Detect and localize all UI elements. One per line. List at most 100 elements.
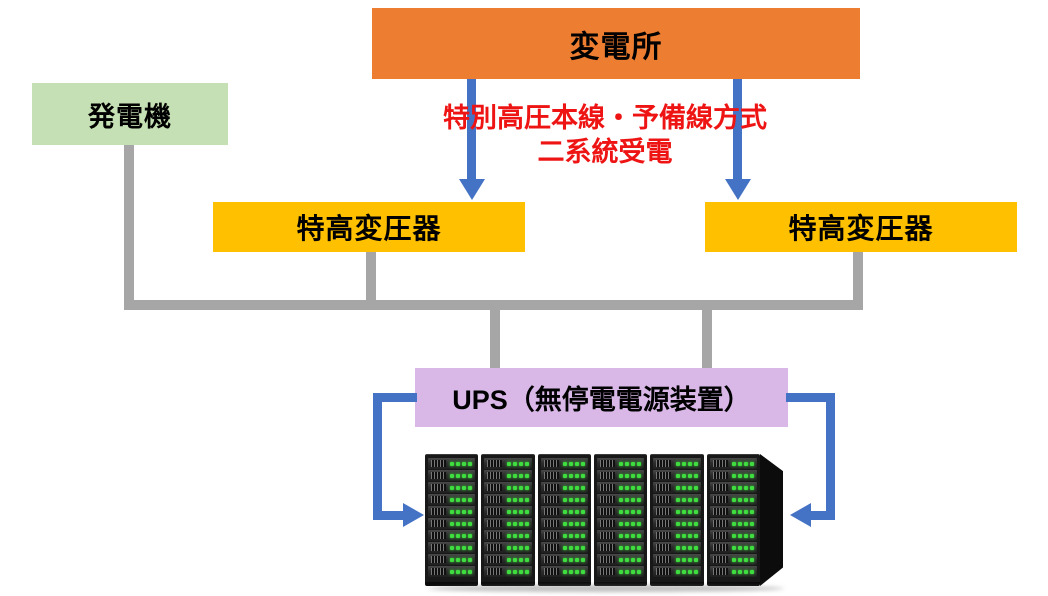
server-led-icon: [693, 557, 698, 562]
server-unit: [484, 530, 532, 541]
server-led-icon: [731, 557, 736, 562]
server-led-icon: [512, 485, 517, 490]
server-led-icon: [637, 557, 642, 562]
server-unit: [428, 566, 476, 577]
server-unit: [653, 530, 701, 541]
server-led-cluster: [450, 473, 473, 478]
server-led-icon: [462, 485, 467, 490]
server-led-cluster: [731, 521, 754, 526]
server-vent-icon: [543, 484, 559, 491]
server-led-icon: [574, 521, 579, 526]
server-led-cluster: [562, 473, 585, 478]
server-vent-icon: [656, 508, 672, 515]
server-led-icon: [749, 521, 754, 526]
server-led-icon: [681, 509, 686, 514]
server-led-icon: [468, 485, 473, 490]
server-led-icon: [574, 557, 579, 562]
server-vent-icon: [712, 484, 728, 491]
ups-output-arrow-right-top-segment: [786, 393, 835, 402]
server-led-icon: [562, 461, 567, 466]
server-led-cluster: [619, 521, 642, 526]
server-unit: [428, 518, 476, 529]
server-led-icon: [512, 473, 517, 478]
server-led-icon: [675, 557, 680, 562]
server-led-icon: [506, 545, 511, 550]
server-led-icon: [456, 557, 461, 562]
ups-output-arrow-right-vertical-segment: [826, 393, 835, 520]
server-unit: [653, 470, 701, 481]
server-led-cluster: [450, 533, 473, 538]
server-vent-icon: [656, 556, 672, 563]
server-led-icon: [462, 497, 467, 502]
server-vent-icon: [656, 520, 672, 527]
server-led-icon: [625, 473, 630, 478]
server-led-icon: [462, 473, 467, 478]
server-led-icon: [631, 485, 636, 490]
server-led-icon: [687, 461, 692, 466]
server-led-icon: [619, 521, 624, 526]
server-led-icon: [562, 557, 567, 562]
server-vent-icon: [656, 568, 672, 575]
server-led-icon: [580, 545, 585, 550]
server-racks: [425, 454, 760, 586]
server-led-cluster: [675, 545, 698, 550]
server-led-icon: [743, 557, 748, 562]
server-led-cluster: [506, 497, 529, 502]
server-led-cluster: [562, 461, 585, 466]
server-vent-icon: [543, 556, 559, 563]
server-led-icon: [462, 509, 467, 514]
server-led-icon: [631, 497, 636, 502]
server-led-icon: [749, 473, 754, 478]
server-led-icon: [512, 545, 517, 550]
server-led-cluster: [731, 497, 754, 502]
server-led-icon: [562, 473, 567, 478]
server-rack: [650, 454, 704, 586]
server-led-icon: [562, 485, 567, 490]
connector-ups-drop-left: [490, 310, 500, 368]
server-led-icon: [518, 509, 523, 514]
server-led-icon: [675, 533, 680, 538]
server-led-icon: [743, 533, 748, 538]
feed-note-line1: 特別高圧本線・予備線方式: [443, 103, 767, 133]
server-led-icon: [749, 509, 754, 514]
server-led-cluster: [450, 521, 473, 526]
server-led-icon: [693, 509, 698, 514]
server-unit: [709, 470, 757, 481]
server-led-icon: [562, 497, 567, 502]
server-led-icon: [568, 557, 573, 562]
server-led-icon: [743, 569, 748, 574]
server-led-cluster: [619, 473, 642, 478]
server-led-icon: [687, 545, 692, 550]
server-rack-shadow: [428, 585, 784, 592]
server-unit: [540, 566, 588, 577]
server-led-icon: [625, 521, 630, 526]
server-unit: [484, 554, 532, 565]
server-led-cluster: [506, 533, 529, 538]
server-led-icon: [456, 485, 461, 490]
server-led-icon: [743, 521, 748, 526]
server-led-icon: [562, 509, 567, 514]
server-led-icon: [619, 473, 624, 478]
server-led-icon: [512, 521, 517, 526]
server-led-icon: [512, 461, 517, 466]
server-led-cluster: [619, 557, 642, 562]
server-led-cluster: [619, 461, 642, 466]
ups-output-arrow-left-bottom-segment: [373, 511, 405, 520]
server-unit: [709, 482, 757, 493]
server-led-cluster: [619, 485, 642, 490]
server-led-icon: [568, 497, 573, 502]
server-led-icon: [518, 497, 523, 502]
server-unit: [428, 470, 476, 481]
server-led-icon: [456, 473, 461, 478]
server-led-icon: [506, 521, 511, 526]
server-unit: [709, 494, 757, 505]
server-led-cluster: [562, 485, 585, 490]
server-led-icon: [524, 473, 529, 478]
server-led-icon: [580, 461, 585, 466]
server-led-icon: [731, 509, 736, 514]
server-unit: [540, 470, 588, 481]
server-unit: [596, 554, 645, 565]
server-led-icon: [456, 521, 461, 526]
server-led-icon: [506, 533, 511, 538]
connector-generator-drop: [124, 145, 134, 310]
